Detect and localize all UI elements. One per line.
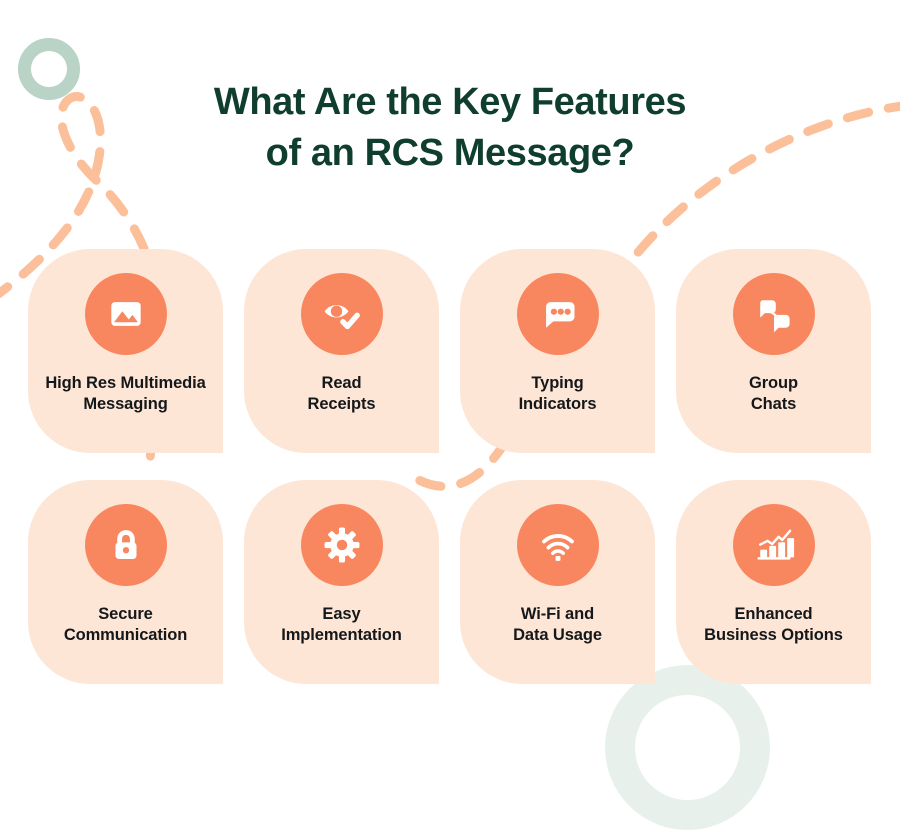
feature-card-secure-communication[interactable]: Secure Communication (28, 480, 223, 684)
feature-grid: High Res Multimedia Messaging Read Recei… (28, 249, 872, 684)
feature-card-label: High Res Multimedia Messaging (45, 374, 206, 414)
feature-card-label: Enhanced Business Options (704, 605, 843, 645)
feature-card-label: Wi-Fi and Data Usage (513, 605, 602, 645)
feature-card-high-res-multimedia-messaging[interactable]: High Res Multimedia Messaging (28, 249, 223, 453)
padlock-icon (84, 504, 167, 586)
feature-card-label: Easy Implementation (281, 605, 402, 645)
page-title: What Are the Key Features of an RCS Mess… (0, 77, 900, 179)
page-title-line-2: of an RCS Message? (265, 132, 635, 175)
feature-card-label: Read Receipts (307, 374, 376, 414)
ring-bottom-right-decoration (605, 665, 770, 830)
feature-card-typing-indicators[interactable]: Typing Indicators (460, 249, 655, 453)
eye-check-icon (300, 273, 383, 355)
feature-card-wifi-and-data-usage[interactable]: Wi-Fi and Data Usage (460, 480, 655, 684)
feature-card-group-chats[interactable]: Group Chats (676, 249, 871, 453)
feature-card-read-receipts[interactable]: Read Receipts (244, 249, 439, 453)
photo-image-icon (84, 273, 167, 355)
feature-card-enhanced-business-options[interactable]: Enhanced Business Options (676, 480, 871, 684)
wifi-icon (516, 504, 599, 586)
feature-card-label: Secure Communication (63, 605, 188, 645)
gear-icon (300, 504, 383, 586)
group-chat-bubbles-icon (732, 273, 815, 355)
page-title-line-1: What Are the Key Features (213, 81, 687, 124)
feature-card-label: Typing Indicators (518, 374, 597, 414)
chat-bubble-dots-icon (516, 273, 599, 355)
feature-card-easy-implementation[interactable]: Easy Implementation (244, 480, 439, 684)
bar-chart-growth-icon (732, 504, 815, 586)
feature-card-label: Group Chats (749, 374, 798, 414)
